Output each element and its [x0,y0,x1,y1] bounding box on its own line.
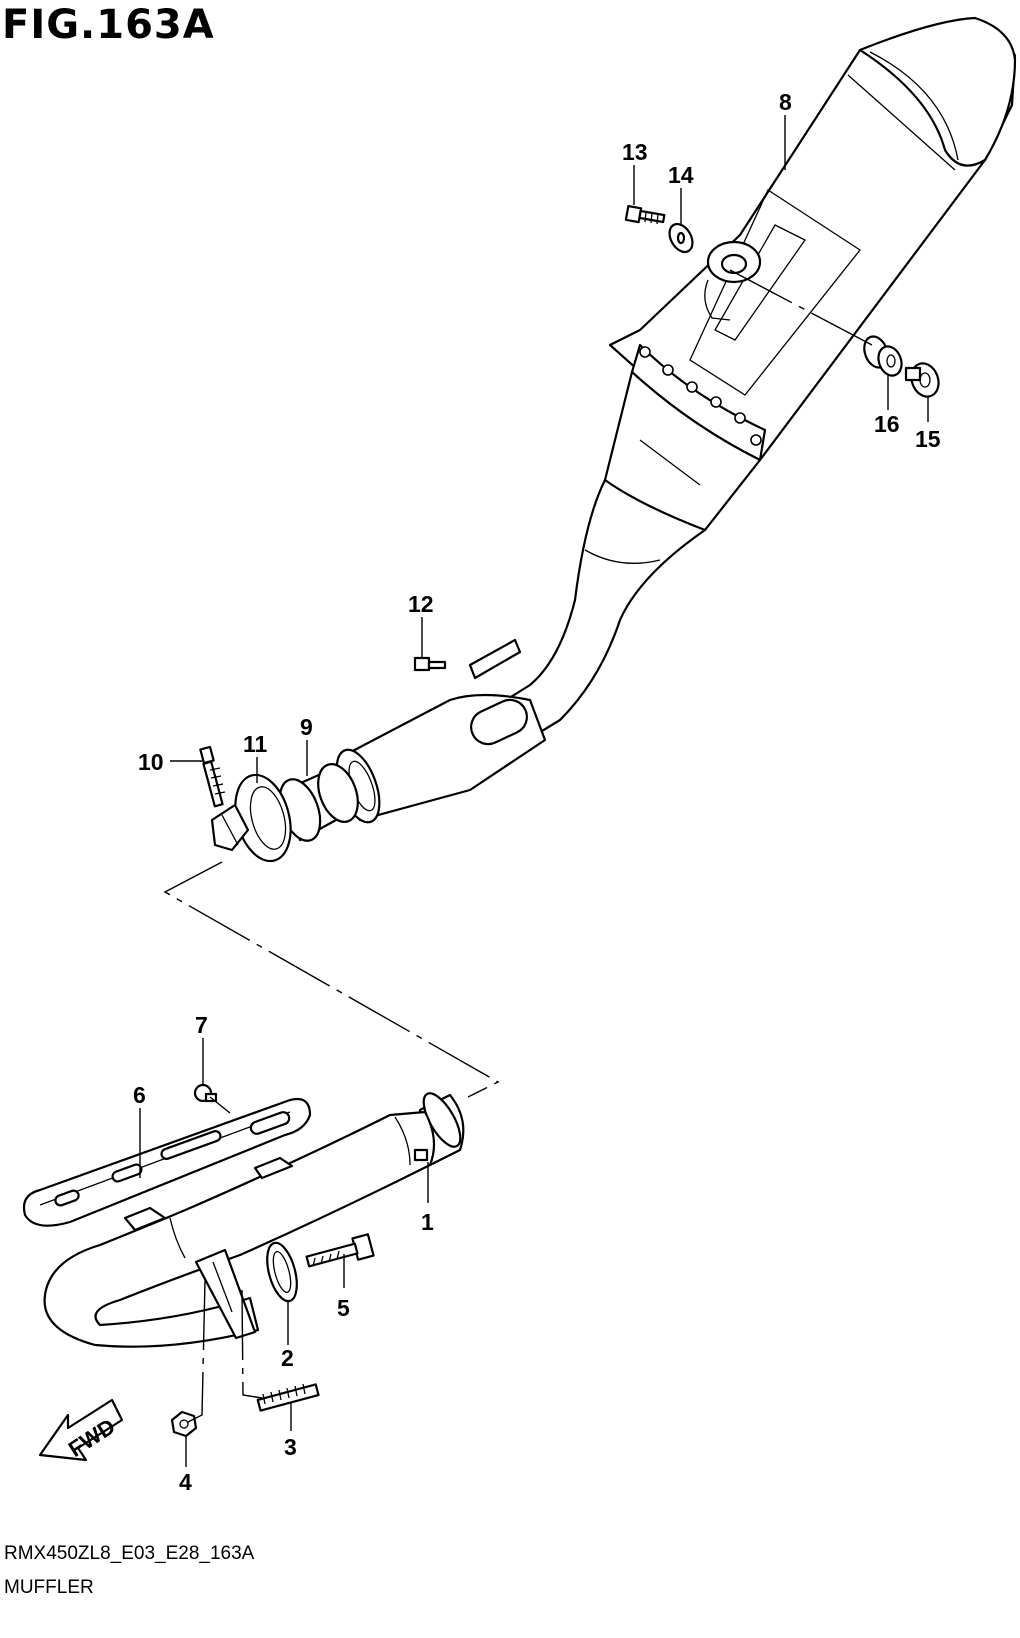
gasket-9[interactable] [272,759,365,847]
callout-labels: 8 13 14 16 15 12 9 11 10 7 6 1 5 2 3 4 [133,89,941,1495]
gasket-2[interactable] [262,1240,303,1305]
model-code: RMX450ZL8_E03_E28_163A [4,1543,255,1564]
heat-shield-6[interactable] [22,1097,312,1232]
muffler-body[interactable] [328,16,1017,828]
callout-13: 13 [622,139,648,165]
stud-3[interactable] [256,1383,320,1412]
callout-8: 8 [779,89,792,115]
bolt-13[interactable] [624,204,666,225]
callout-1: 1 [421,1209,434,1235]
bolt-10[interactable] [199,745,226,808]
assembly-lines [163,269,873,1423]
callout-16: 16 [874,411,900,437]
callout-4: 4 [179,1469,192,1495]
bolt-12[interactable] [413,656,447,672]
callout-7: 7 [195,1012,208,1038]
callout-6: 6 [133,1082,146,1108]
callout-9: 9 [300,714,313,740]
callout-5: 5 [337,1295,350,1321]
callout-2: 2 [281,1345,294,1371]
callout-12: 12 [408,591,434,617]
callout-14: 14 [668,162,694,188]
figure-caption: MUFFLER [4,1577,94,1598]
nut-4[interactable] [170,1410,198,1438]
clamp-11[interactable] [210,769,300,867]
washer-14[interactable] [665,220,697,256]
callout-15: 15 [915,426,941,452]
leader-lines [139,115,929,1467]
callout-3: 3 [284,1434,297,1460]
forward-arrow-icon [38,1398,124,1462]
collar-15[interactable] [904,360,943,401]
callout-10: 10 [138,749,164,775]
figure-title: FIG.163A [2,2,215,48]
callout-11: 11 [243,731,268,757]
exhaust-pipe-1[interactable] [43,1088,468,1348]
bolt-5[interactable] [305,1233,375,1268]
grommet-16[interactable] [860,333,905,379]
